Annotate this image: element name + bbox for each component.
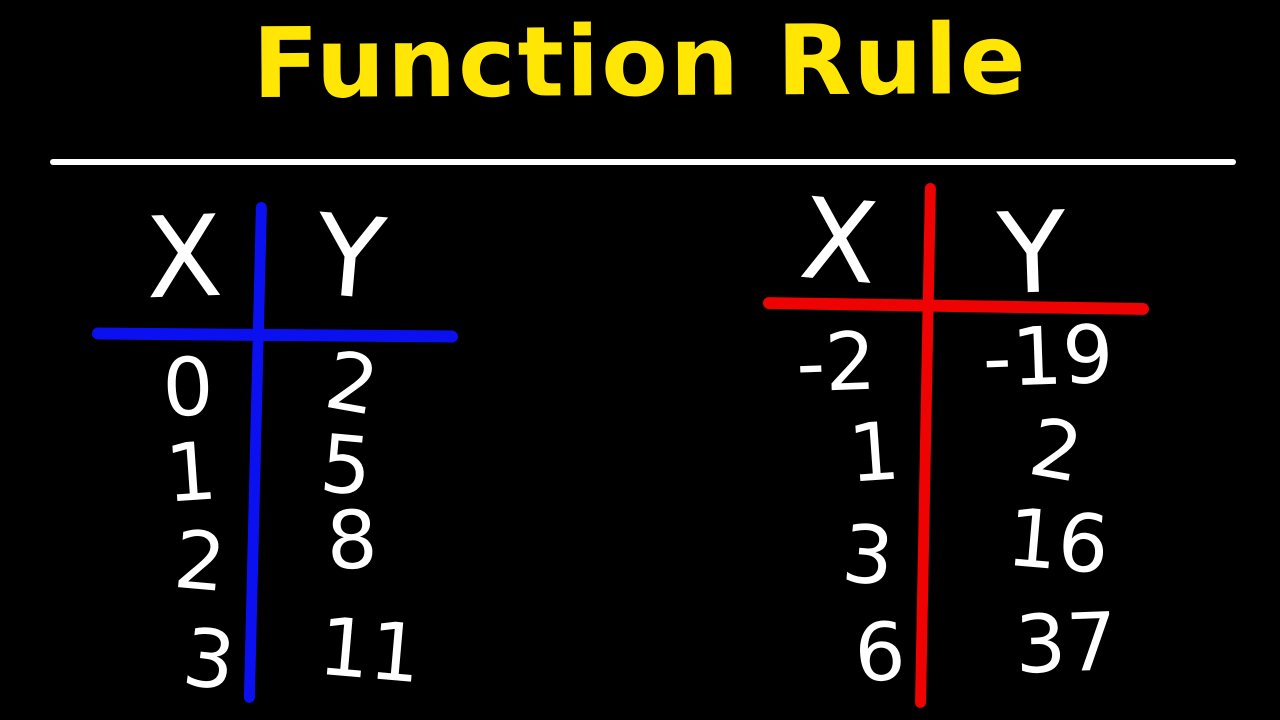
right-table-header-x: X bbox=[795, 173, 883, 311]
left-table-y-value: 8 bbox=[324, 493, 380, 588]
left-table-header-x: X bbox=[143, 191, 225, 325]
left-table-header-divider-line bbox=[91, 327, 459, 343]
left-table-x-value: 2 bbox=[170, 512, 230, 611]
left-table-x-value: 3 bbox=[178, 610, 240, 709]
right-table-x-value: 3 bbox=[838, 506, 898, 605]
left-table-x-value: 0 bbox=[160, 340, 216, 435]
right-table-x-value: -2 bbox=[794, 314, 878, 411]
right-table-y-value: 2 bbox=[1022, 400, 1090, 501]
right-table-y-value: -19 bbox=[981, 307, 1115, 406]
right-table-y-value: 16 bbox=[1003, 490, 1113, 593]
left-table-y-value: 2 bbox=[318, 333, 386, 434]
right-table-y-value: 37 bbox=[1013, 595, 1119, 692]
right-table-x-value: 1 bbox=[845, 404, 903, 501]
page-title: Function Rule bbox=[252, 2, 1028, 121]
right-table-x-value: 6 bbox=[852, 605, 908, 700]
left-table-x-value: 1 bbox=[162, 424, 220, 521]
left-table-column-divider-line bbox=[243, 201, 267, 703]
right-table-header-y: Y bbox=[995, 187, 1069, 321]
left-table-header-y: Y bbox=[310, 190, 390, 326]
right-table-column-divider-line bbox=[914, 182, 936, 709]
left-table-y-value: 11 bbox=[315, 599, 425, 702]
title-divider-line bbox=[50, 159, 1236, 165]
